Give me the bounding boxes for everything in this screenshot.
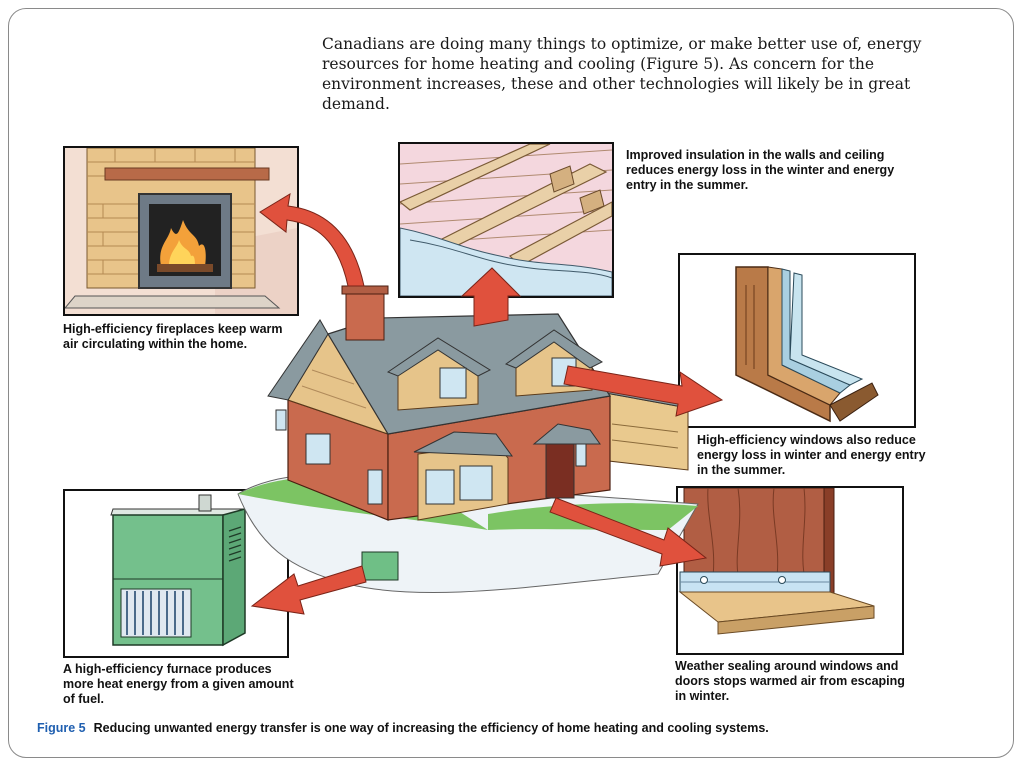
insulation-illustration <box>400 144 612 296</box>
figure-caption: Figure 5 Reducing unwanted energy transfe… <box>37 721 937 735</box>
insulation-panel <box>398 142 614 298</box>
weather-seal-caption: Weather sealing around windows and doors… <box>675 659 905 703</box>
window-panel <box>678 253 916 428</box>
house-illustration <box>237 285 699 594</box>
windows-caption: High-efficiency windows also reduce ener… <box>697 433 926 477</box>
fireplace-caption: High-efficiency fireplaces keep warm air… <box>63 322 283 351</box>
window-illustration <box>680 255 914 426</box>
weather-seal-panel <box>676 486 904 655</box>
weather-seal-illustration <box>678 488 902 653</box>
intro-paragraph: Canadians are doing many things to optim… <box>322 35 922 113</box>
insulation-caption: Improved insulation in the walls and cei… <box>626 148 895 192</box>
figure-label: Figure 5 <box>37 721 86 735</box>
figure-caption-text: Reducing unwanted energy transfer is one… <box>93 721 769 735</box>
furnace-caption: A high-efficiency furnace produces more … <box>63 662 294 706</box>
